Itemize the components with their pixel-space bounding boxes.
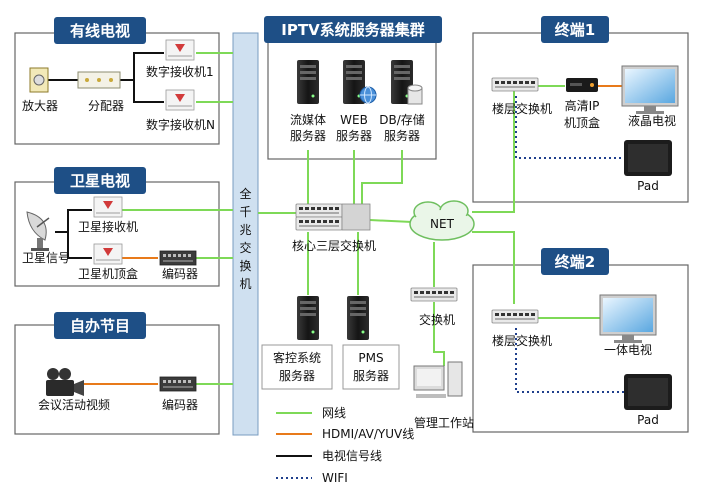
t1-floor-switch-label: 楼层交换机 xyxy=(492,101,552,116)
web-server-label: WEB xyxy=(340,113,368,127)
pad-icon xyxy=(624,140,672,176)
network-line xyxy=(361,150,403,205)
db-server-label: 服务器 xyxy=(384,128,420,143)
streaming-server-label: 流媒体 xyxy=(290,113,326,127)
pms-server-label: 服务器 xyxy=(353,368,389,383)
iptv-servers-title: IPTV系统服务器集群 xyxy=(264,16,442,43)
switch-icon xyxy=(491,77,539,92)
network-line xyxy=(369,219,413,223)
legend: 网线 HDMI/AV/YUV线 电视信号线 WIFI xyxy=(276,406,414,485)
legend-hdmi-label: HDMI/AV/YUV线 xyxy=(322,427,414,441)
t2-floor-switch-label: 楼层交换机 xyxy=(492,333,552,348)
t2-tv-label: 一体电视 xyxy=(604,342,652,357)
server-icon xyxy=(297,296,319,340)
guest-server-label: 客控系统 xyxy=(273,350,321,365)
terminal1-title: 终端1 xyxy=(541,16,609,43)
backbone-char: 交 xyxy=(239,240,251,255)
backbone-char: 千 xyxy=(239,205,251,219)
tv-signal-line xyxy=(133,80,164,103)
encoder-icon xyxy=(159,250,197,266)
server-icon xyxy=(347,296,369,340)
network-line xyxy=(433,302,445,366)
encoder-icon xyxy=(159,376,197,392)
own-program-title: 自办节目 xyxy=(54,312,146,339)
receiverN-label: 数字接收机N xyxy=(146,117,215,132)
svg-text:终端2: 终端2 xyxy=(555,253,595,271)
stb-icon xyxy=(566,78,598,92)
guest-server-label: 服务器 xyxy=(279,368,315,383)
db-server-label: DB/存储 xyxy=(379,112,425,127)
t1-stb-label: 机顶盒 xyxy=(564,115,600,130)
sat-receiver-label: 卫星接收机 xyxy=(78,219,138,234)
switch-icon xyxy=(410,287,458,302)
splitter-icon xyxy=(77,71,121,89)
backbone-char: 换 xyxy=(239,259,251,273)
t1-lcd-label: 液晶电视 xyxy=(628,113,676,128)
tv-signal-line xyxy=(55,209,92,233)
guest-server-box xyxy=(261,344,333,390)
encoder2-label: 编码器 xyxy=(162,397,198,412)
network-line xyxy=(472,88,515,213)
receiver1-label: 数字接收机1 xyxy=(146,64,214,79)
svg-text:自办节目: 自办节目 xyxy=(70,317,130,335)
svg-text:卫星电视: 卫星电视 xyxy=(70,172,130,190)
amplifier-label: 放大器 xyxy=(22,98,58,113)
server-icon xyxy=(297,60,319,104)
satellite-dish-icon xyxy=(26,211,50,251)
legend-network-label: 网线 xyxy=(322,406,346,420)
backbone-char: 全 xyxy=(239,186,251,201)
svg-text:IPTV系统服务器集群: IPTV系统服务器集群 xyxy=(281,21,424,39)
tv-signal-line xyxy=(67,232,92,259)
receiver-icon xyxy=(93,243,123,265)
receiver-icon xyxy=(165,39,195,61)
monitor-icon xyxy=(599,294,657,344)
streaming-server-label: 服务器 xyxy=(290,128,326,143)
net-label: NET xyxy=(430,217,455,231)
wifi-line xyxy=(515,328,624,393)
svg-text:终端1: 终端1 xyxy=(555,21,595,39)
switch-icon xyxy=(491,309,539,324)
t1-pad-label: Pad xyxy=(637,179,659,193)
backbone-switch xyxy=(232,32,259,436)
globe-icon xyxy=(359,86,377,104)
web-server-label: 服务器 xyxy=(336,128,372,143)
pms-server-box xyxy=(342,344,400,390)
legend-tv-signal-label: 电视信号线 xyxy=(322,448,382,463)
pms-server-label: PMS xyxy=(358,351,383,365)
wifi-line xyxy=(515,96,624,159)
core-switch-label: 核心三层交换机 xyxy=(292,238,376,253)
sat-signal-label: 卫星信号 xyxy=(22,251,70,265)
monitor-icon xyxy=(621,65,679,115)
t2-pad-label: Pad xyxy=(637,413,659,427)
meeting-video-label: 会议活动视频 xyxy=(38,397,110,412)
backbone-char: 兆 xyxy=(239,223,251,237)
encoder1-label: 编码器 xyxy=(162,266,198,281)
svg-text:有线电视: 有线电视 xyxy=(70,22,130,40)
mgmt-ws-label: 管理工作站 xyxy=(414,415,474,430)
legend-wifi-label: WIFI xyxy=(322,471,348,485)
sat-stb-label: 卫星机顶盒 xyxy=(78,266,138,281)
workstation-icon xyxy=(413,361,463,398)
terminal2-title: 终端2 xyxy=(541,248,609,275)
backbone-char: 机 xyxy=(239,277,251,291)
receiver-icon xyxy=(93,196,123,218)
tv-signal-line xyxy=(120,52,164,81)
cable-tv-title: 有线电视 xyxy=(54,17,146,44)
database-icon xyxy=(407,84,423,105)
amplifier-icon xyxy=(29,67,49,93)
satellite-tv-title: 卫星电视 xyxy=(54,167,146,194)
receiver-icon xyxy=(165,89,195,111)
cloud-icon xyxy=(409,200,475,241)
splitter-label: 分配器 xyxy=(88,99,124,113)
core-switch-icon xyxy=(295,203,371,231)
t1-stb-label: 高清IP xyxy=(565,98,600,113)
backbone-switch-label: 全 千 兆 交 换 机 xyxy=(239,186,251,291)
network-line xyxy=(472,231,515,304)
pad-icon xyxy=(624,374,672,410)
camera-icon xyxy=(46,368,84,396)
switch-label: 交换机 xyxy=(419,312,455,327)
